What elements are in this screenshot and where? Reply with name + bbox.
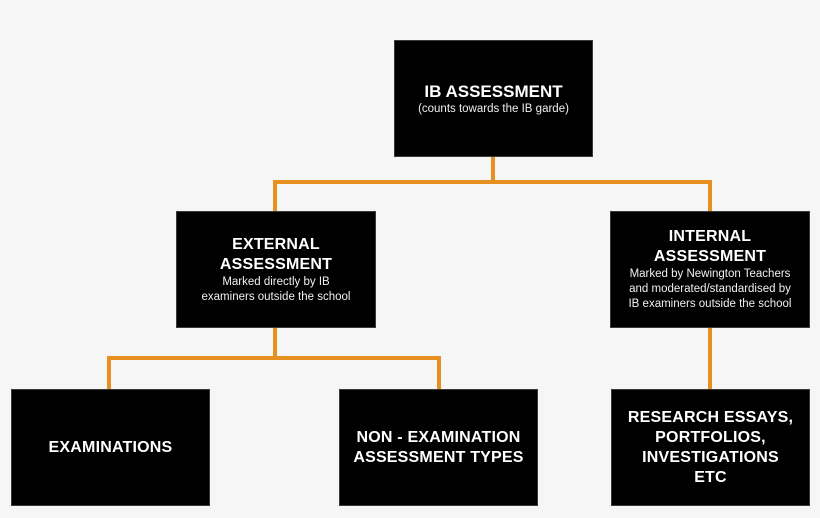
node-title: PORTFOLIOS, (655, 428, 766, 446)
connector-internal-down (708, 327, 712, 389)
node-title: INTERNAL (668, 228, 752, 245)
node-title: EXTERNAL (232, 235, 320, 253)
node-subtitle: IB examiners outside the school (628, 298, 792, 310)
node-ib-assessment: IB ASSESSMENT (counts towards the IB gar… (394, 40, 593, 157)
node-subtitle: (counts towards the IB garde) (418, 102, 569, 115)
node-subtitle: examiners outside the school (201, 290, 351, 303)
node-subtitle: Marked directly by IB (222, 275, 330, 288)
node-title: EXAMINATIONS (48, 438, 173, 456)
node-title: IB ASSESSMENT (424, 81, 563, 101)
connector-external-down (273, 327, 277, 360)
connector-to-internal (708, 180, 712, 211)
node-title: RESEARCH ESSAYS, (627, 408, 794, 426)
node-title: ASSESSMENT (219, 255, 333, 273)
node-research-essays: RESEARCH ESSAYS, PORTFOLIOS, INVESTIGATI… (611, 389, 810, 506)
node-subtitle: Marked by Newington Teachers (629, 268, 791, 280)
node-external-assessment: EXTERNAL ASSESSMENT Marked directly by I… (176, 211, 376, 328)
node-title: INVESTIGATIONS (642, 448, 779, 466)
node-non-examination-assessment-types: NON - EXAMINATION ASSESSMENT TYPES (339, 389, 538, 506)
node-subtitle: and moderated/standardised by (629, 283, 791, 295)
connector-to-non-examination (437, 356, 441, 389)
node-title: ASSESSMENT (653, 248, 767, 265)
connector-to-external (273, 180, 277, 211)
node-title: ASSESSMENT TYPES (353, 448, 524, 466)
node-internal-assessment: INTERNAL ASSESSMENT Marked by Newington … (610, 211, 810, 328)
node-title: NON - EXAMINATION (356, 428, 521, 446)
connector-to-examinations (107, 356, 111, 389)
connector-level2-horizontal (273, 180, 712, 184)
connector-root-down (491, 156, 495, 184)
node-title: ETC (694, 468, 727, 486)
connector-level3-horizontal (107, 356, 441, 360)
node-examinations: EXAMINATIONS (11, 389, 210, 506)
